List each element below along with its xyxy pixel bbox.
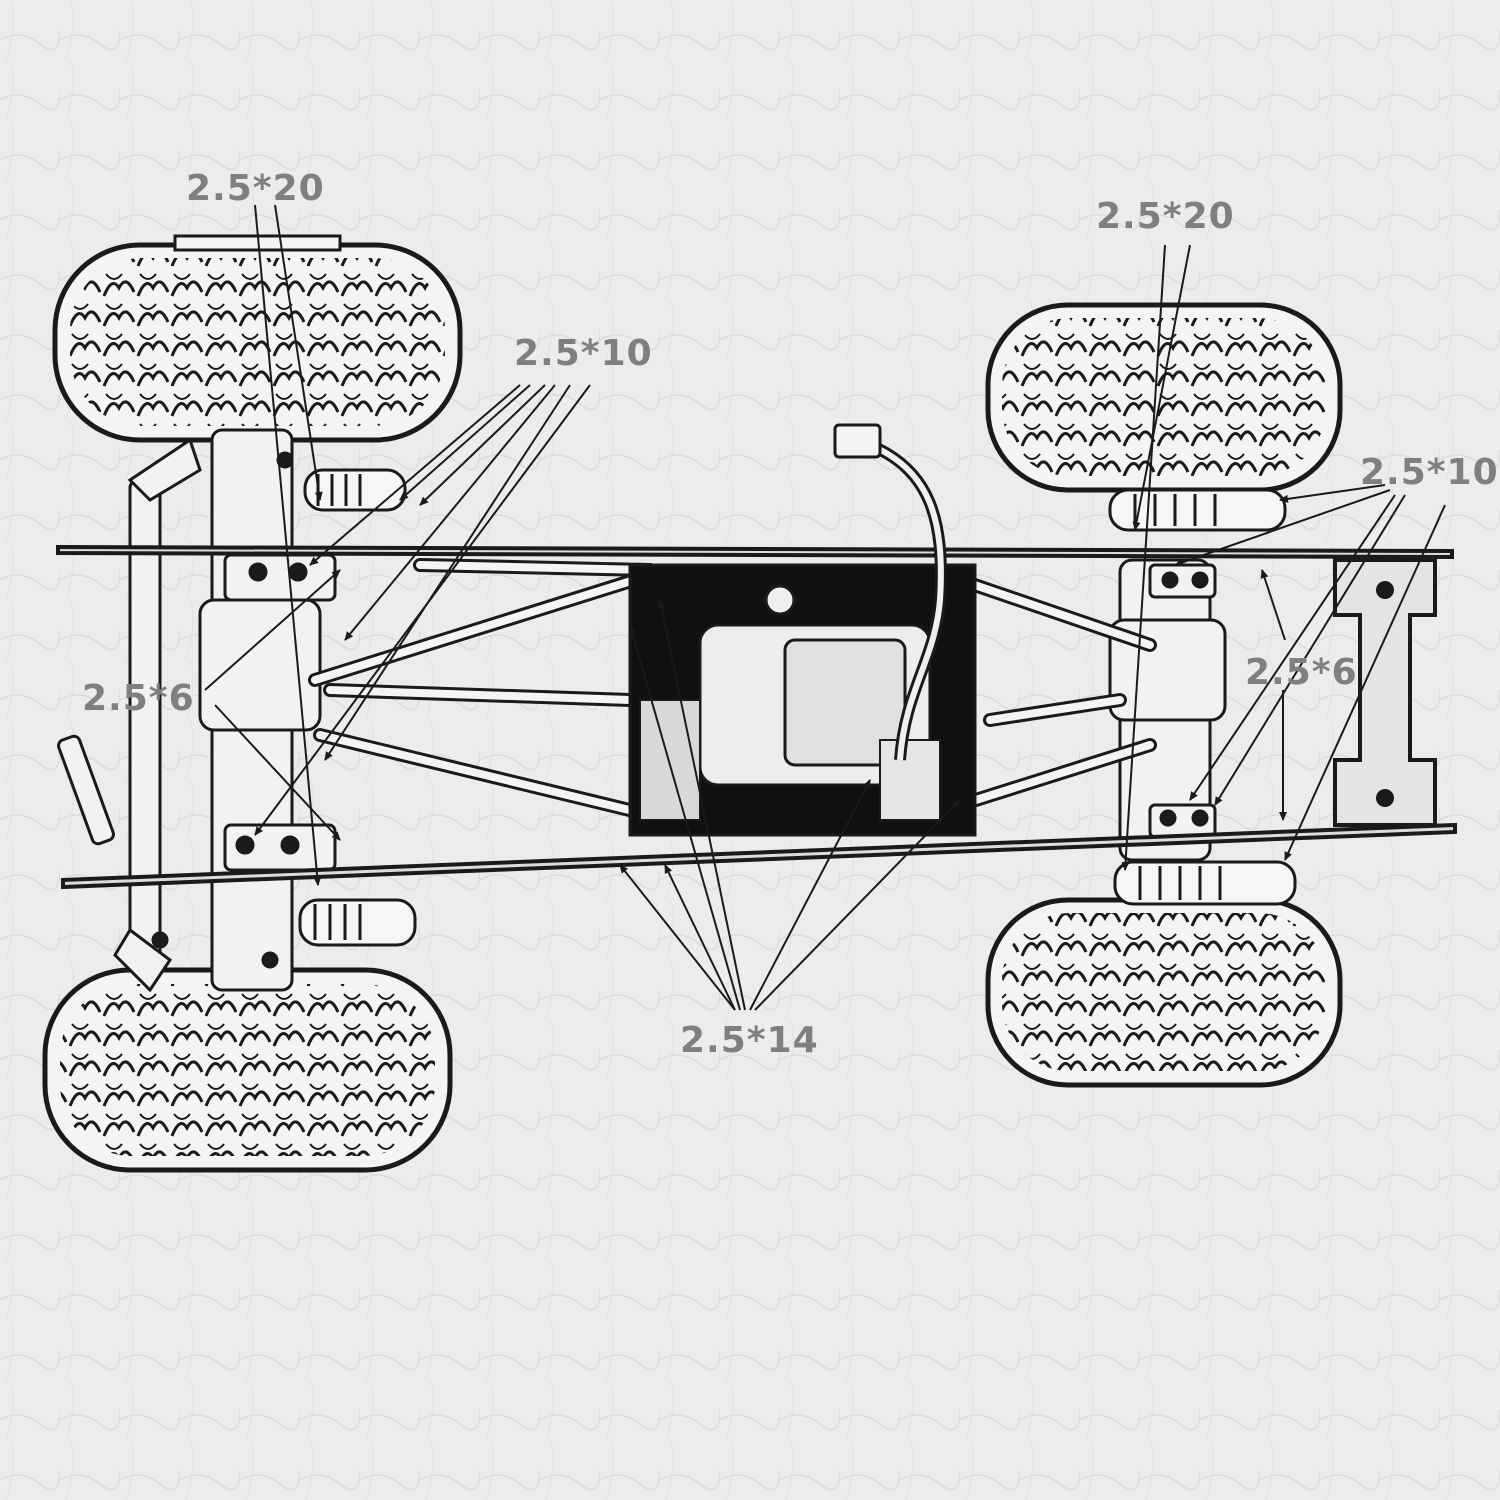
- label-front-screw-10: 2.5*10: [514, 333, 653, 374]
- rear-axle-assembly: [1108, 558, 1227, 862]
- label-front-screw-20: 2.5*20: [186, 168, 325, 209]
- label-bottom-screw-14: 2.5*14: [680, 1020, 819, 1061]
- label-rear-screw-20: 2.5*20: [1096, 196, 1235, 237]
- label-front-screw-6: 2.5*6: [82, 678, 195, 719]
- front-left-wheel: [52, 234, 463, 443]
- label-rear-screw-10: 2.5*10: [1360, 452, 1499, 493]
- rear-right-wheel: [985, 897, 1343, 1088]
- suspension-links-highlight: [311, 561, 1154, 819]
- front-axle-assembly: [57, 428, 337, 993]
- rear-left-wheel: [985, 302, 1343, 493]
- front-shocks: [298, 468, 417, 947]
- motor-wires: [833, 423, 947, 761]
- leader-lines: [204, 204, 1446, 1011]
- frame-rails: [56, 544, 1457, 890]
- label-rear-screw-6: 2.5*6: [1245, 652, 1358, 693]
- front-right-wheel: [42, 967, 453, 1173]
- rear-shocks: [1108, 488, 1297, 906]
